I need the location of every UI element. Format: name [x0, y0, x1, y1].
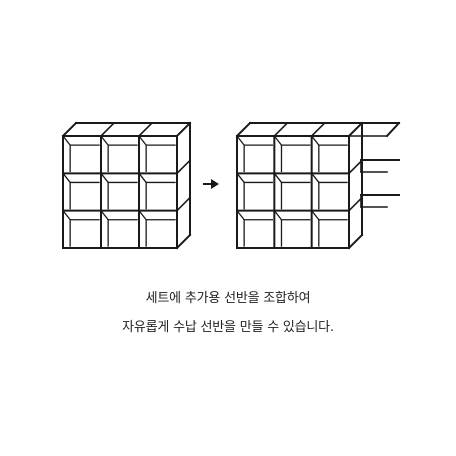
- arrow-right-icon: [203, 179, 219, 189]
- extended-shelf-unit-icon: [235, 121, 364, 250]
- add-on-shelf-icon: [348, 121, 401, 208]
- shelf-unit-icon: [61, 121, 192, 250]
- caption-line-2: 자유롭게 수납 선반을 만들 수 있습니다.: [122, 320, 334, 335]
- caption-line-1: 세트에 추가용 선반을 조합하여: [145, 291, 311, 306]
